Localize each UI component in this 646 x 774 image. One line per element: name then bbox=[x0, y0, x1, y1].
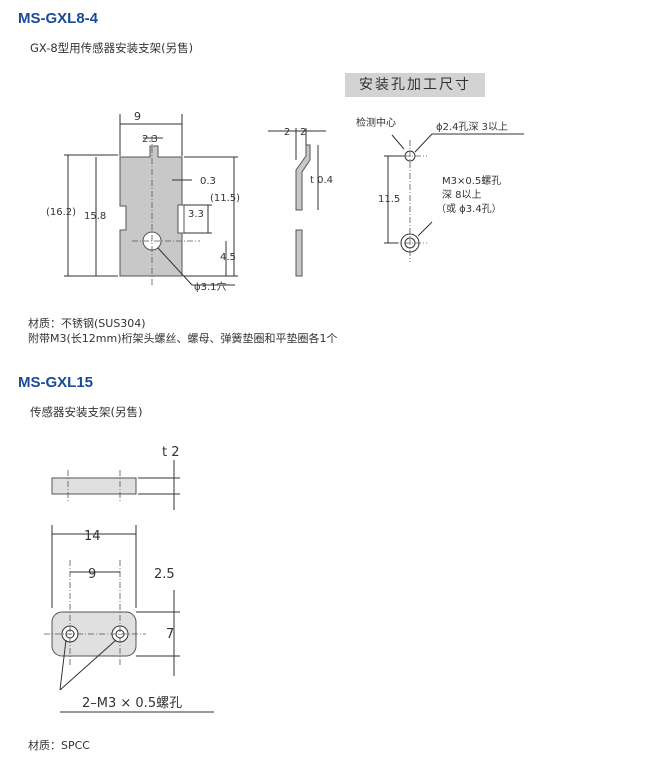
dim-14: 14 bbox=[84, 529, 101, 544]
dim-9-pitch: 9 bbox=[88, 567, 96, 582]
label-alt-hole: （或 ϕ3.4孔） bbox=[436, 203, 502, 215]
dim-11-5: 11.5 bbox=[378, 194, 400, 205]
dim-2-3: 2.3 bbox=[142, 134, 158, 145]
dim-9: 9 bbox=[134, 110, 141, 123]
gxl8-side-view bbox=[268, 128, 326, 277]
dim-t04: t 0.4 bbox=[310, 175, 333, 186]
label-m3-screw: M3×0.5螺孔 bbox=[442, 175, 501, 187]
label-screw-holes: 2–M3 × 0.5螺孔 bbox=[82, 696, 182, 711]
gxl15-material-note: 材质：SPCC bbox=[28, 739, 90, 752]
dim-16-2: (16.2) bbox=[46, 207, 76, 218]
section-title-gxl8: MS-GXL8-4 bbox=[18, 10, 99, 27]
gxl8-material-note: 材质：不锈钢(SUS304) bbox=[28, 317, 146, 330]
gxl8-hole-pattern bbox=[384, 133, 524, 262]
gxl8-accessory-note: 附带M3(长12mm)桁架头螺丝、螺母、弹簧垫圈和平垫圈各1个 bbox=[28, 332, 338, 345]
section-title-gxl15: MS-GXL15 bbox=[18, 374, 94, 391]
dim-11-5-paren: (11.5) bbox=[210, 193, 240, 204]
label-center: 检测中心 bbox=[356, 116, 396, 129]
dim-4-5: 4.5 bbox=[220, 252, 236, 263]
dim-3-3: 3.3 bbox=[188, 209, 204, 220]
section-subtitle-gxl8: GX-8型用传感器安装支架(另售) bbox=[30, 41, 194, 55]
dim-2-5: 2.5 bbox=[154, 567, 175, 582]
label-hole-2-4: ϕ2.4孔深 3以上 bbox=[436, 121, 508, 133]
dim-side-2b: 2 bbox=[300, 127, 306, 138]
dim-15-8: 15.8 bbox=[84, 211, 106, 222]
dim-t2: t 2 bbox=[162, 445, 180, 460]
section-subtitle-gxl15: 传感器安装支架(另售) bbox=[30, 405, 143, 419]
gxl8-front-view bbox=[64, 114, 238, 286]
gxl15-front-view bbox=[44, 525, 214, 713]
label-depth: 深 8以上 bbox=[442, 189, 482, 201]
gxl15-top-view bbox=[51, 460, 180, 510]
dim-side-2a: 2 bbox=[284, 127, 290, 138]
dim-hole-3-1: ϕ3.1穴 bbox=[194, 280, 227, 293]
dim-0-3: 0.3 bbox=[200, 176, 216, 187]
mount-hole-label: 安装孔加工尺寸 bbox=[345, 73, 485, 97]
dim-7: 7 bbox=[166, 627, 174, 642]
